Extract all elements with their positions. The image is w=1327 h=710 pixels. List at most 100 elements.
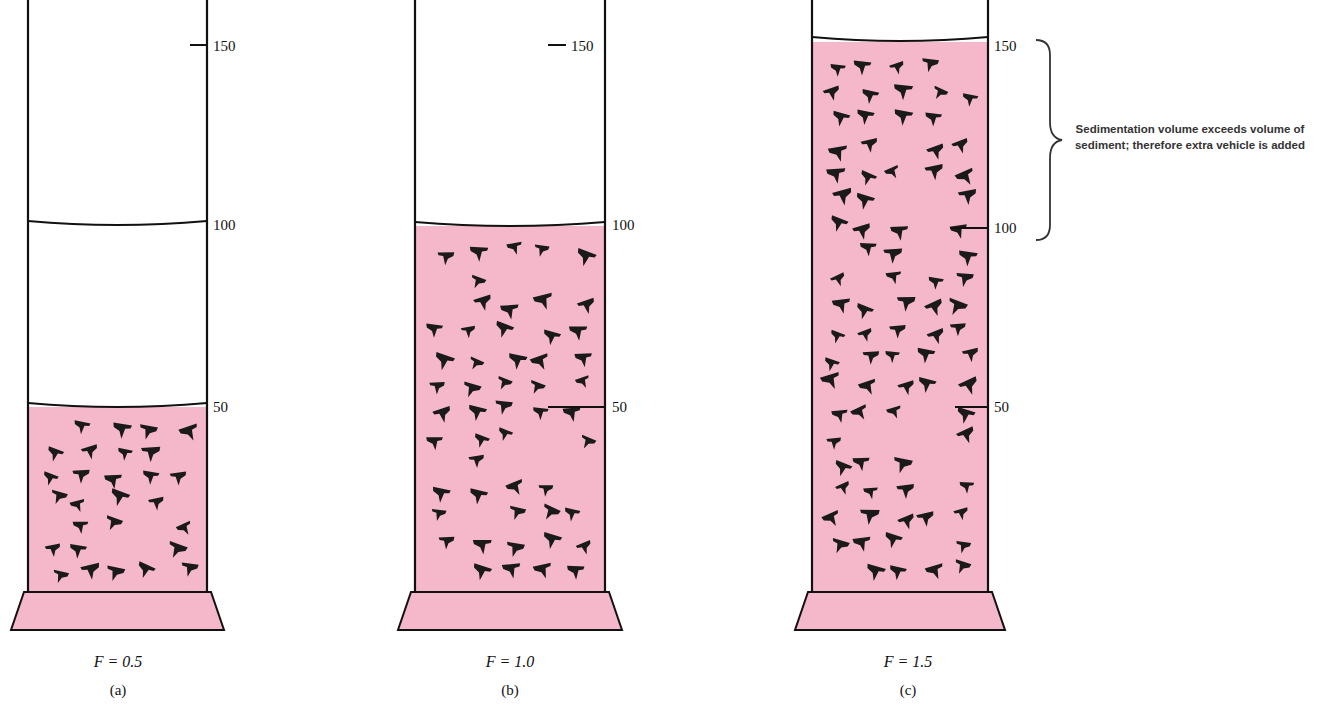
sediment-particle: [107, 488, 130, 509]
sediment-fill: [415, 226, 605, 592]
sediment-particle: [438, 252, 455, 265]
sediment-particle: [891, 457, 913, 475]
sediment-particle: [897, 297, 916, 312]
sediment-particle: [40, 471, 59, 488]
sediment-particle: [858, 379, 880, 398]
cylinder-wall: [28, 0, 207, 592]
sediment-particle: [950, 224, 969, 240]
factor-label: F = 1.5: [884, 653, 933, 671]
sediment-particle: [566, 566, 584, 580]
sediment-particle: [897, 380, 917, 397]
sediment-particle: [859, 243, 876, 257]
scale-number: 150: [571, 38, 594, 55]
sediment-particle: [832, 299, 852, 315]
sediment-fill: [812, 42, 988, 592]
sediment-particle: [429, 382, 445, 395]
sediment-particle: [81, 444, 101, 461]
sediment-particle: [830, 111, 850, 129]
sediment-particle: [925, 563, 947, 582]
sediment-particle: [507, 506, 526, 522]
sediment-particle: [962, 348, 981, 364]
panel-letter: (b): [501, 682, 519, 699]
sediment-particle: [430, 509, 446, 522]
sediment-particle: [952, 559, 971, 576]
sediment-level: [812, 37, 988, 41]
sediment-particle: [461, 326, 477, 339]
cylinder-wall: [415, 0, 605, 592]
sediment-particle: [892, 84, 913, 101]
sediment-particle: [835, 481, 853, 497]
factor-label: F = 0.5: [94, 653, 143, 671]
sediment-particle: [850, 404, 871, 423]
sediment-particle: [896, 484, 916, 500]
sediment-particle: [574, 353, 592, 367]
sediment-particle: [72, 420, 90, 436]
sediment-particle: [853, 303, 874, 322]
sediment-particle: [889, 325, 907, 339]
sediment-particle: [69, 499, 87, 514]
sediment-particle: [926, 143, 947, 162]
sediment-particle: [494, 401, 513, 416]
cylinder-base: [11, 592, 224, 630]
sediment-particle: [527, 380, 546, 397]
sediment-particle: [829, 64, 846, 78]
scale-tick: [548, 406, 605, 408]
sediment-particle: [134, 561, 156, 581]
sediment-particle: [951, 138, 971, 156]
sediment-particle: [860, 510, 880, 526]
sediment-particle: [827, 215, 849, 234]
sediment-particle: [961, 93, 979, 108]
sediment-particle: [852, 537, 872, 553]
sediment-particle: [822, 357, 840, 373]
scale-number: 50: [213, 399, 228, 416]
sediment-particle: [863, 564, 885, 584]
sediment-particle: [897, 513, 918, 532]
sediment-particle: [956, 426, 978, 446]
scale-number: 150: [994, 38, 1017, 55]
sediment-particle: [829, 538, 850, 556]
sediment-particle: [473, 294, 494, 313]
sediment-particle: [425, 324, 443, 339]
scale-number: 50: [612, 399, 627, 416]
sediment-particle: [431, 352, 455, 373]
sediment-particle: [958, 189, 979, 207]
sediment-particle: [506, 353, 527, 371]
sediment-particle: [863, 351, 880, 365]
scale-tick: [955, 406, 988, 408]
sediment-particle: [502, 563, 522, 579]
sediment-particle: [540, 532, 562, 551]
sediment-particle: [141, 471, 159, 486]
cylinder-wall: [812, 0, 988, 592]
sediment-particle: [885, 271, 902, 285]
sediment-particle: [506, 242, 523, 257]
sediment-particle: [860, 89, 880, 106]
bracket: [1036, 40, 1062, 240]
sediment-particle: [884, 351, 900, 364]
sediment-particle: [883, 249, 903, 265]
sediment-particle: [959, 482, 974, 494]
sediment-particle: [541, 330, 561, 348]
sediment-particle: [468, 275, 486, 291]
sediment-particle: [468, 455, 485, 469]
sediment-particle: [916, 377, 937, 395]
scale-tick: [190, 44, 207, 46]
sediment-particle: [955, 168, 979, 190]
sediment-particle: [533, 245, 549, 258]
scale-number: 100: [994, 220, 1017, 237]
sediment-particle: [890, 226, 909, 241]
sediment-particle: [533, 563, 554, 581]
cylinder-base: [795, 592, 1005, 630]
sediment-particle: [852, 223, 874, 242]
sediment-particle: [104, 565, 125, 583]
sediment-particle: [573, 248, 597, 269]
sediment-particle: [853, 193, 875, 212]
sediment-particle: [530, 353, 553, 373]
sediment-particle: [430, 487, 451, 504]
sediment-particle: [533, 293, 556, 312]
sediment-particle: [103, 515, 124, 533]
sediment-particle: [470, 563, 492, 583]
sediment-particle: [473, 540, 492, 555]
sediment-particle: [170, 472, 188, 487]
sediment-particle: [68, 544, 87, 560]
